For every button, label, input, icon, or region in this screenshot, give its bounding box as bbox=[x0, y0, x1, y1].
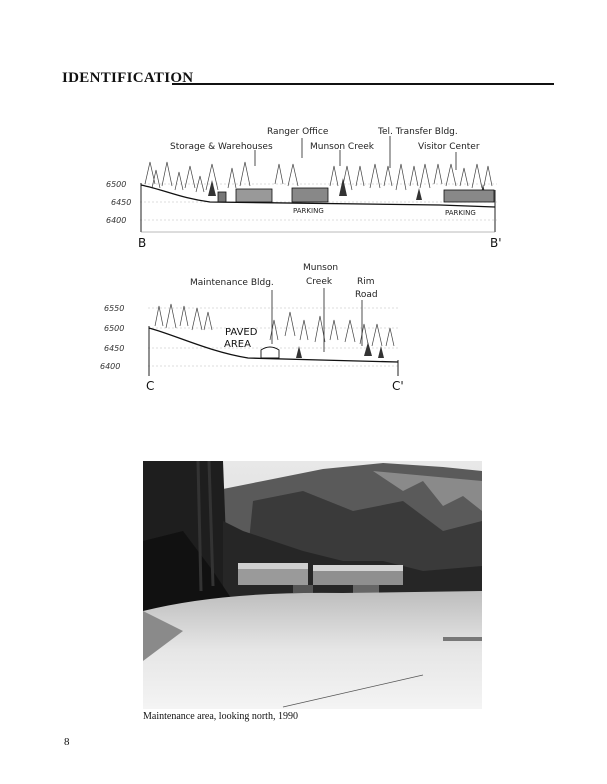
maintenance-area-photo bbox=[143, 461, 482, 709]
section-cc: Maintenance Bldg. Munson Creek Rim Road … bbox=[100, 263, 404, 393]
label-parking-2: PARKING bbox=[445, 209, 476, 217]
elevation-6450-cc: 6450 bbox=[104, 344, 124, 353]
label-tel-transfer: Tel. Transfer Bldg. bbox=[377, 127, 458, 137]
label-storage-warehouses: Storage & Warehouses bbox=[170, 142, 273, 152]
label-visitor-center: Visitor Center bbox=[418, 142, 480, 152]
label-munson-1: Munson bbox=[303, 263, 338, 273]
label-ranger-office: Ranger Office bbox=[267, 127, 329, 137]
label-parking-1: PARKING bbox=[293, 207, 324, 215]
elevation-6500: 6500 bbox=[106, 180, 126, 189]
elevation-6450: 6450 bbox=[111, 198, 131, 207]
section-end-b: B' bbox=[490, 236, 502, 250]
elevation-6500-cc: 6500 bbox=[104, 324, 124, 333]
page-number: 8 bbox=[64, 736, 70, 748]
label-rim: Rim bbox=[357, 277, 375, 287]
section-end-c: C' bbox=[392, 379, 404, 393]
section-bb: Storage & Warehouses Ranger Office Munso… bbox=[106, 127, 502, 250]
elevation-6400-cc: 6400 bbox=[100, 362, 120, 371]
heading-rule bbox=[172, 83, 554, 85]
photo-caption: Maintenance area, looking north, 1990 bbox=[143, 711, 298, 722]
label-area: AREA bbox=[224, 339, 251, 350]
label-munson-2: Creek bbox=[306, 277, 333, 287]
label-road: Road bbox=[355, 290, 378, 300]
section-start-c: C bbox=[146, 379, 154, 393]
heading-text: IDENTIFICATION bbox=[62, 70, 196, 87]
label-munson-creek: Munson Creek bbox=[310, 142, 375, 152]
elevation-6400: 6400 bbox=[106, 216, 126, 225]
label-paved: PAVED bbox=[225, 327, 258, 338]
section-heading: IDENTIFICATION bbox=[62, 70, 554, 90]
elevation-6550: 6550 bbox=[104, 304, 124, 313]
section-start-b: B bbox=[138, 236, 146, 250]
label-maintenance-bldg: Maintenance Bldg. bbox=[190, 278, 274, 288]
